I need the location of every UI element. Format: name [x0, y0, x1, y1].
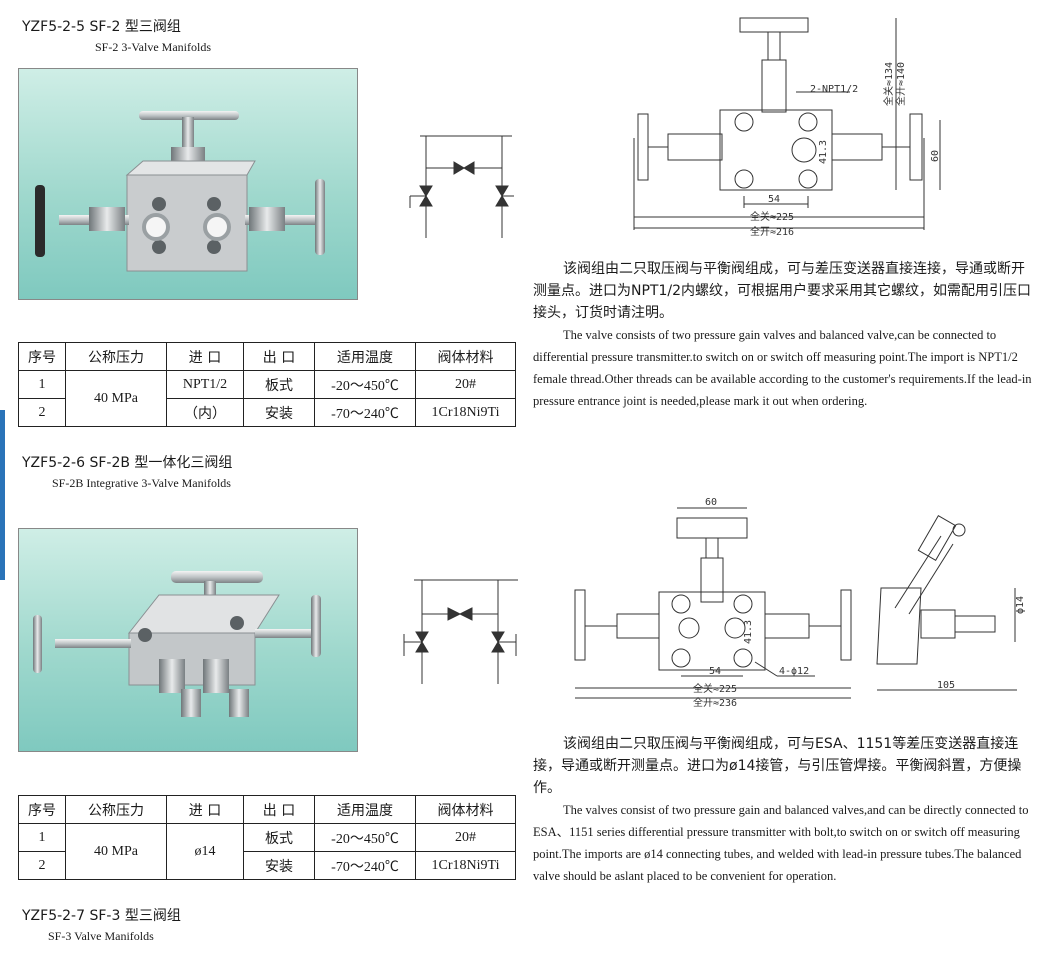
section1-description: 该阀组由二只取压阀与平衡阀组成，可与差压变送器直接连接，导通或断开测量点。进口为…	[533, 258, 1038, 412]
cell-outlet: 安装	[243, 398, 315, 427]
cell-outlet: 板式	[243, 823, 315, 852]
section2-dim-105: 105	[937, 680, 955, 691]
header-pressure: 公称压力	[65, 795, 167, 824]
section2-dim-60: 60	[705, 497, 717, 508]
section2-desc-cn: 该阀组由二只取压阀与平衡阀组成，可与ESA、1151等差压变送器直接连接，导通或…	[533, 736, 1022, 796]
cell-temp: -70～240℃	[314, 851, 416, 880]
cell-material: 1Cr18Ni9Ti	[415, 851, 516, 880]
table-row: 2 安装 -70～240℃ 1Cr18Ni9Ti	[18, 851, 516, 880]
section1-subtitle: SF-2 3-Valve Manifolds	[95, 40, 211, 54]
section1-dim-54: 54	[768, 194, 780, 205]
section1-valve-schematic	[400, 128, 520, 246]
cell-inlet: ø14	[166, 823, 244, 880]
section2-product-photo	[18, 528, 358, 752]
section1-product-photo	[18, 68, 358, 300]
header-inlet: 进 口	[166, 342, 244, 371]
header-material: 阀体材料	[415, 795, 516, 824]
header-no: 序号	[18, 795, 66, 824]
cell-temp: -20～450℃	[314, 370, 416, 399]
section1-label-thread: 2-NPT1/2	[810, 84, 858, 95]
section2-technical-drawing: 60 41.3 54 4-ϕ12 全关≈225 全开≈236 105 ϕ14	[565, 492, 1050, 710]
cell-material: 1Cr18Ni9Ti	[415, 398, 516, 427]
cell-no: 1	[18, 370, 66, 399]
cell-outlet: 板式	[243, 370, 315, 399]
cell-outlet: 安装	[243, 851, 315, 880]
cell-temp: -20～450℃	[314, 823, 416, 852]
header-temp: 适用温度	[314, 342, 416, 371]
cell-pressure: 40 MPa	[65, 823, 167, 880]
section1-spec-table: 序号 公称压力 进 口 出 口 适用温度 阀体材料 1 40 MPa NPT1/…	[18, 342, 516, 427]
section1-desc-en: The valve consists of two pressure gain …	[533, 328, 1032, 408]
section2-subtitle: SF-2B Integrative 3-Valve Manifolds	[52, 476, 231, 490]
section2-spec-table: 序号 公称压力 进 口 出 口 适用温度 阀体材料 1 40 MPa ø14 板…	[18, 795, 516, 880]
section2-dim-close-w: 全关≈225	[693, 682, 737, 695]
cell-no: 1	[18, 823, 66, 852]
section1-technical-drawing: 2-NPT1/2 54 41.3 60 全关≈134 全开≈140 全关≈225…	[620, 14, 1050, 244]
section1-dim-close-w: 全关≈225	[750, 210, 794, 223]
section1-dim-60: 60	[930, 150, 941, 162]
section1-title: YZF5-2-5 SF-2 型三阀组	[22, 19, 181, 35]
section1-dim-413: 41.3	[818, 140, 829, 164]
table-row: 1 40 MPa ø14 板式 -20～450℃ 20#	[18, 823, 516, 880]
section2-desc-en: The valves consist of two pressure gain …	[533, 803, 1029, 883]
section3-subtitle: SF-3 Valve Manifolds	[48, 929, 154, 943]
section2-holes: 4-ϕ12	[779, 666, 809, 677]
header-pressure: 公称压力	[65, 342, 167, 371]
cell-inlet: （内）	[166, 398, 244, 427]
section3-title: YZF5-2-7 SF-3 型三阀组	[22, 908, 181, 924]
header-inlet: 进 口	[166, 795, 244, 824]
cell-pressure: 40 MPa	[65, 370, 167, 427]
cell-material: 20#	[415, 370, 516, 399]
table-header-row: 序号 公称压力 进 口 出 口 适用温度 阀体材料	[18, 342, 516, 371]
table-header-row: 序号 公称压力 进 口 出 口 适用温度 阀体材料	[18, 795, 516, 824]
side-accent-bar	[0, 410, 5, 580]
table-row: 2 （内） 安装 -70～240℃ 1Cr18Ni9Ti	[18, 398, 516, 427]
section2-dim-phi14: ϕ14	[1015, 596, 1026, 614]
header-temp: 适用温度	[314, 795, 416, 824]
cell-temp: -70～240℃	[314, 398, 416, 427]
cell-no: 2	[18, 398, 66, 427]
header-material: 阀体材料	[415, 342, 516, 371]
table-row: 1 40 MPa NPT1/2 板式 -20～450℃ 20#	[18, 370, 516, 427]
section2-dim-open-w: 全开≈236	[693, 696, 737, 709]
header-no: 序号	[18, 342, 66, 371]
cell-inlet: NPT1/2	[166, 370, 244, 399]
section1-desc-cn: 该阀组由二只取压阀与平衡阀组成，可与差压变送器直接连接，导通或断开测量点。进口为…	[533, 261, 1031, 321]
section2-valve-schematic	[400, 574, 522, 686]
section1-dim-open-h: 全开≈140	[894, 62, 907, 106]
cell-no: 2	[18, 851, 66, 880]
header-outlet: 出 口	[243, 795, 315, 824]
header-outlet: 出 口	[243, 342, 315, 371]
section2-dim-54: 54	[709, 666, 721, 677]
section2-dim-413: 41.3	[743, 620, 754, 644]
section1-dim-open-w: 全开≈216	[750, 225, 794, 238]
section2-description: 该阀组由二只取压阀与平衡阀组成，可与ESA、1151等差压变送器直接连接，导通或…	[533, 733, 1038, 887]
section2-title: YZF5-2-6 SF-2B 型一体化三阀组	[22, 455, 233, 471]
cell-material: 20#	[415, 823, 516, 852]
section1-dim-close-h: 全关≈134	[882, 62, 895, 106]
